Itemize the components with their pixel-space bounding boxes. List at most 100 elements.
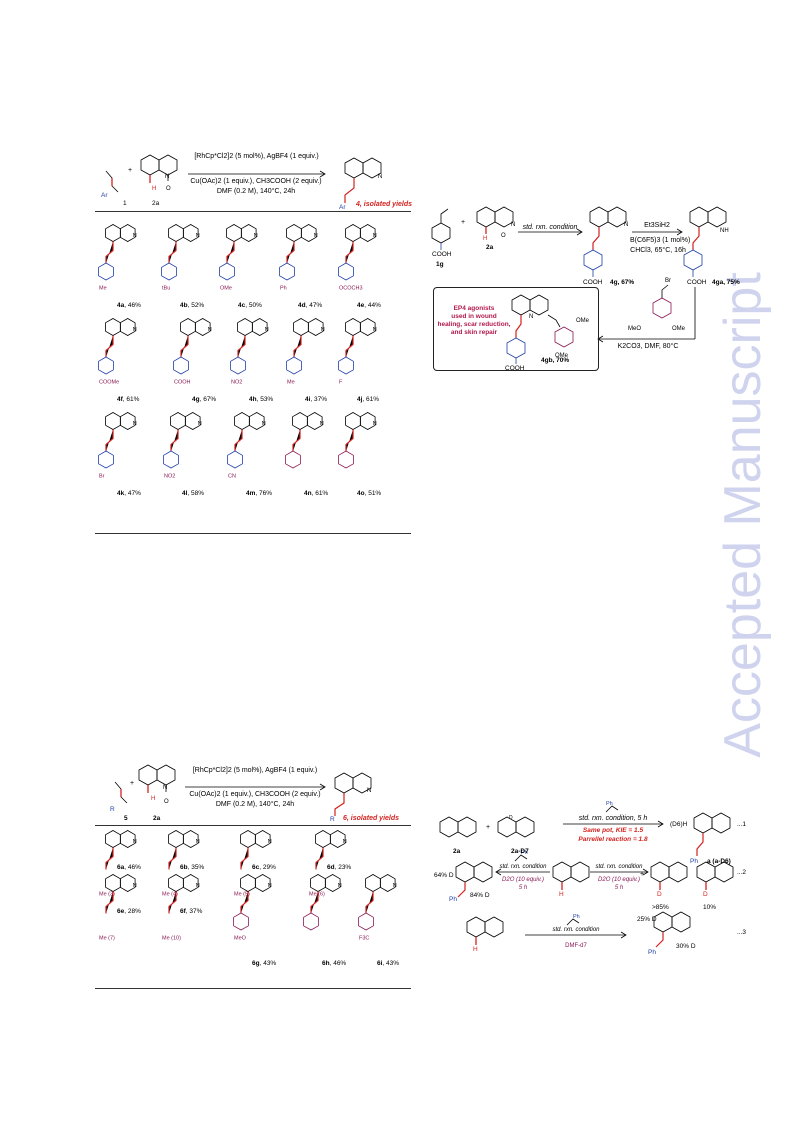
p3-ome1: OMe [576, 318, 590, 324]
eq1-note1: Same pot, KIE = 1.5 [582, 827, 644, 834]
s3-compound-6d: NMe (6)6d, 23% [309, 830, 351, 898]
step2-bot2: CHCl3, 65°C, 16h [630, 247, 686, 254]
nh-label: NH [720, 228, 729, 234]
s1-compound-4o: N 4o, 51% [338, 412, 381, 497]
eq2-c1-top: std. rxn. condition [499, 864, 547, 870]
s3-label-6f: 6f, 37% [180, 908, 203, 915]
s3-cond-line2: Cu(OAc)2 (1 equiv.), CH3COOH (2 equiv.) [189, 791, 321, 798]
scheme1-top-rule [95, 211, 411, 212]
p2-sub: COOH [687, 279, 707, 286]
eq1-prod-label: a (a-D6) [707, 858, 731, 865]
eq1-num: ...1 [737, 821, 747, 828]
r-label: R [110, 806, 115, 813]
s3-sub-6g: MeO [234, 936, 247, 942]
step1-cond: std. rxn. condition [522, 224, 578, 231]
eq3-d2: 30% D [676, 943, 696, 950]
svg-text:+: + [486, 824, 490, 831]
s1-label-4g: 4g, 67% [192, 396, 216, 403]
eq1-ph: Ph [690, 858, 698, 865]
s1-label-4n: 4n, 61% [304, 490, 328, 497]
s3-label-6i: 6i, 43% [377, 960, 399, 967]
s1-label-4j: 4j, 61% [357, 396, 379, 403]
s1-sub-4c: OMe [220, 286, 232, 292]
svg-text:N: N [163, 785, 167, 791]
svg-text:N: N [343, 839, 347, 845]
sm1-sub: COOH [432, 251, 452, 258]
svg-text:+: + [640, 871, 644, 878]
eq1-note2: Parrellel reaction = 1.8 [578, 836, 648, 843]
eq2-yield2: 10% [703, 904, 717, 911]
svg-text:R: R [330, 816, 335, 823]
svg-text:N: N [378, 174, 382, 180]
scheme1-product-label: 4, isolated yields [356, 201, 413, 208]
svg-text:N: N [196, 883, 200, 889]
svg-text:N: N [133, 421, 137, 427]
s1-label-4d: 4d, 47% [298, 302, 322, 309]
svg-text:O: O [164, 799, 169, 805]
eq3-h: H [473, 946, 478, 953]
step2-bot1: B(C6F5)3 (1 mol%) [630, 237, 691, 244]
svg-text:N: N [133, 883, 137, 889]
s1-label-4m: 4m, 76% [246, 490, 272, 497]
sm1-label: 1g [436, 261, 444, 268]
svg-text:N: N [624, 222, 628, 228]
eq3-ph: Ph [648, 949, 656, 956]
scheme1-cond-line3: DMF (0.2 M), 140°C, 24h [216, 188, 296, 195]
svg-text:N: N [268, 839, 272, 845]
s1-compound-4n: N 4n, 61% [285, 412, 328, 497]
svg-text:Ph: Ph [573, 914, 580, 920]
s1-label-4k: 4k, 47% [117, 490, 141, 497]
s3-label-6d: 6d, 23% [327, 864, 351, 871]
eq2-yield1: >85% [652, 904, 669, 911]
s3-cond-line3: DMF (0.2 M), 140°C, 24h [215, 801, 295, 808]
scheme1-cond-line1: [RhCp*Cl2]2 (5 mol%), AgBF4 (1 equiv.) [194, 153, 319, 160]
s3-compound-6h: N6h, 46% [303, 874, 346, 967]
s1-sub-4m: CN [228, 474, 236, 480]
svg-text:N: N [321, 327, 325, 333]
s1-sub-4f: COOMe [99, 380, 119, 386]
p1-sub: COOH [583, 279, 603, 286]
br-label: Br [665, 278, 671, 284]
s1-sub-4j: F [339, 380, 343, 386]
watermark-text: Accepted Manuscript [714, 272, 772, 758]
svg-text:N: N [314, 233, 318, 239]
svg-text:N: N [262, 421, 266, 427]
svg-text:N: N [196, 233, 200, 239]
s1-label-4o: 4o, 51% [357, 490, 381, 497]
svg-text:N: N [338, 883, 342, 889]
oxide-label: O [166, 186, 171, 192]
svg-text:+: + [128, 167, 132, 174]
s1-label-4c: 4c, 50% [238, 302, 262, 309]
p3-ome2: OMe [555, 353, 569, 359]
eq2-d1: D [657, 891, 662, 898]
svg-text:N: N [133, 327, 137, 333]
svg-text:N: N [133, 839, 137, 845]
s1-label-4e: 4e, 44% [357, 302, 381, 309]
s3-compound-6e: NMe (7)6e, 28% [99, 874, 141, 942]
s3-compound-6b: NMe (4)6b, 35% [162, 830, 204, 898]
ep4-box [433, 287, 599, 371]
eq3-num: ...3 [737, 929, 747, 936]
eq2-c1-bot1: D2O (10 equiv.) [502, 877, 544, 883]
svg-text:N: N [320, 421, 324, 427]
svg-text:H: H [483, 236, 487, 242]
s3-product-label: 6, isolated yields [343, 815, 400, 822]
s3-cond-line1: [RhCp*Cl2]2 (5 mol%), AgBF4 (1 equiv.) [192, 767, 318, 774]
svg-text:+: + [130, 780, 134, 787]
svg-text:Ar: Ar [339, 204, 346, 211]
s1-sub-4a: Me [99, 286, 107, 292]
s1-label-4i: 4i, 37% [305, 396, 327, 403]
svg-text:N: N [373, 421, 377, 427]
